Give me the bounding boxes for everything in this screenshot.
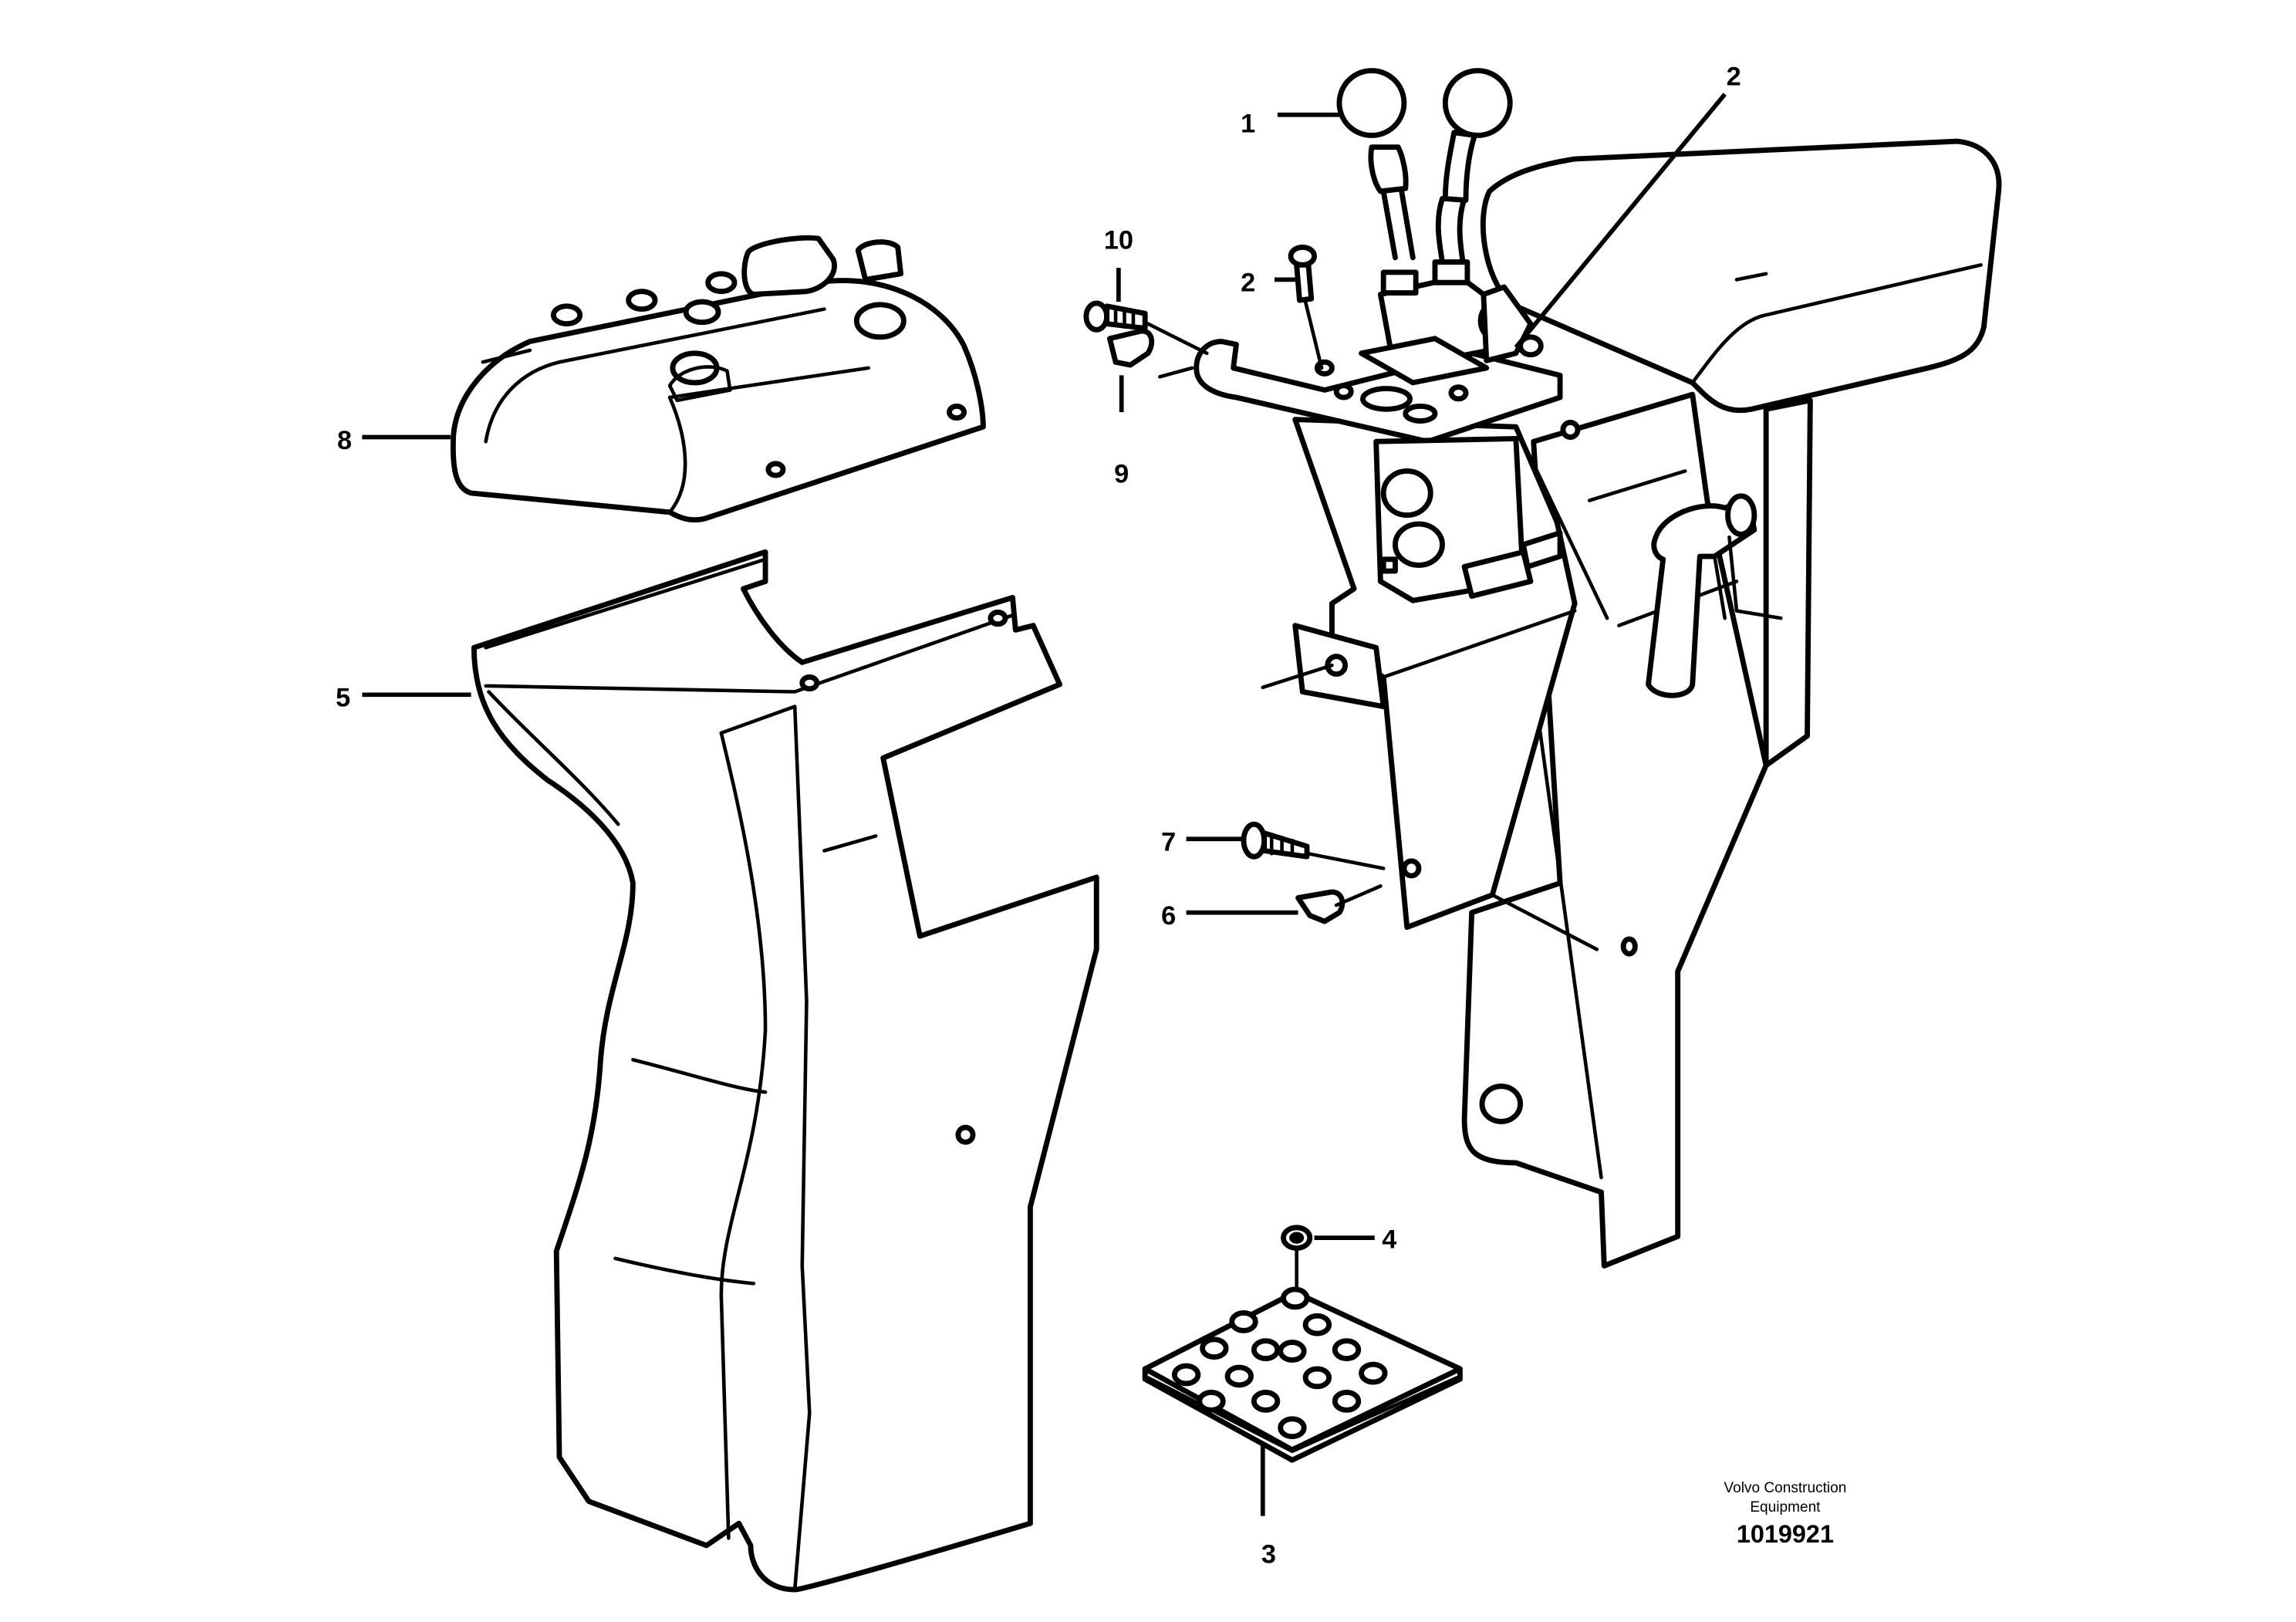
brand-line-2: Equipment bbox=[1750, 1499, 1821, 1516]
callout-10: 10 bbox=[1104, 225, 1133, 255]
top-cover-part bbox=[450, 235, 986, 523]
credit-block: Volvo Construction Equipment 1019921 bbox=[1724, 1480, 1846, 1548]
callout-2-screw: 2 bbox=[1241, 269, 1255, 298]
callout-7: 7 bbox=[1161, 828, 1176, 857]
callout-6: 6 bbox=[1161, 901, 1176, 931]
control-levers-part bbox=[1336, 68, 1513, 265]
console-bracket-part bbox=[1194, 138, 2002, 1269]
brand-line-1: Volvo Construction bbox=[1724, 1480, 1846, 1496]
clip-part-9 bbox=[1106, 328, 1194, 379]
lower-shroud-part bbox=[471, 549, 1099, 1593]
clip-part-6 bbox=[1295, 884, 1383, 924]
callout-5: 5 bbox=[336, 684, 350, 713]
callout-2-top: 2 bbox=[1727, 63, 1741, 92]
callout-9: 9 bbox=[1114, 460, 1129, 489]
bolt-part-7 bbox=[1241, 821, 1386, 870]
callout-1: 1 bbox=[1241, 110, 1255, 139]
callout-8: 8 bbox=[337, 426, 352, 455]
drawing-number: 1019921 bbox=[1737, 1520, 1834, 1548]
screw-part-2-upper bbox=[1288, 245, 1324, 370]
seal-pad-part-3 bbox=[1142, 1286, 1463, 1463]
callout-3: 3 bbox=[1261, 1540, 1276, 1570]
callout-4: 4 bbox=[1382, 1225, 1396, 1255]
callout-labels: 1 2 2 3 4 5 6 7 8 9 10 bbox=[336, 63, 1741, 1570]
screw-part-10 bbox=[1083, 300, 1209, 356]
leader-lines bbox=[362, 93, 1727, 1516]
